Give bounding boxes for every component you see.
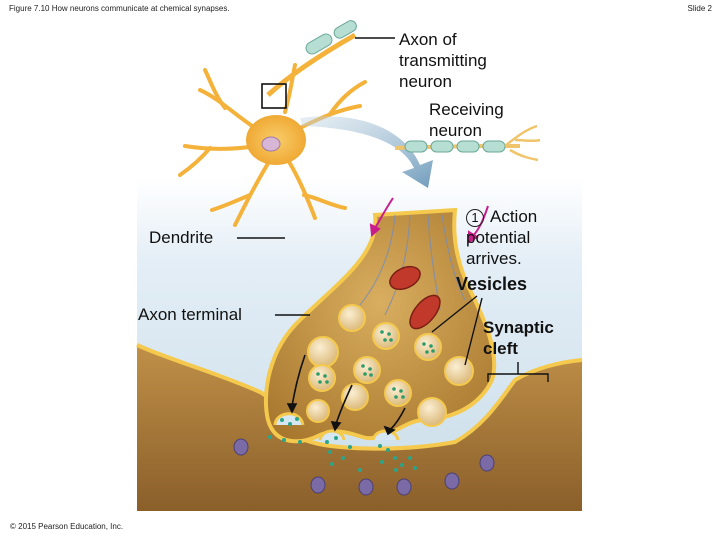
step-number-badge: 1: [466, 209, 484, 227]
leader-lines: [237, 37, 549, 382]
axon-transmitting-label: Axon of transmitting neuron: [399, 30, 487, 91]
synaptic-vesicles: [306, 304, 474, 427]
magnification-box: [261, 83, 287, 109]
postsynaptic-membrane: [136, 343, 583, 451]
receptor-proteins: [233, 438, 495, 496]
vesicles-label: Vesicles: [456, 274, 528, 294]
synaptic-cleft-label: Synaptic cleft: [483, 318, 554, 358]
neurotransmitter-in-vesicles: [316, 330, 435, 399]
axon-terminal-label: Axon terminal: [138, 305, 242, 324]
receiving-dendrite: [137, 345, 582, 511]
released-neurotransmitter: [268, 417, 417, 472]
receiving-neuron-dendrite: [394, 124, 541, 162]
receiving-neuron-label: Receiving neuron: [429, 100, 504, 140]
vesicle-movement-arrows: [286, 354, 406, 436]
transmitting-axon: [266, 20, 357, 97]
fusing-vesicle: [318, 429, 346, 441]
mitochondrion: [409, 294, 441, 330]
fusing-vesicle: [371, 429, 400, 441]
copyright-notice: © 2015 Pearson Education, Inc.: [10, 522, 124, 531]
nucleus: [261, 136, 281, 152]
fusing-vesicle: [273, 412, 305, 426]
dendrite-label: Dendrite: [149, 228, 214, 247]
slide-number: Slide 2: [687, 4, 712, 13]
figure-title: Figure 7.10 How neurons communicate at c…: [9, 4, 230, 13]
zoom-arrow: [300, 116, 433, 188]
mitochondrion: [389, 265, 421, 291]
